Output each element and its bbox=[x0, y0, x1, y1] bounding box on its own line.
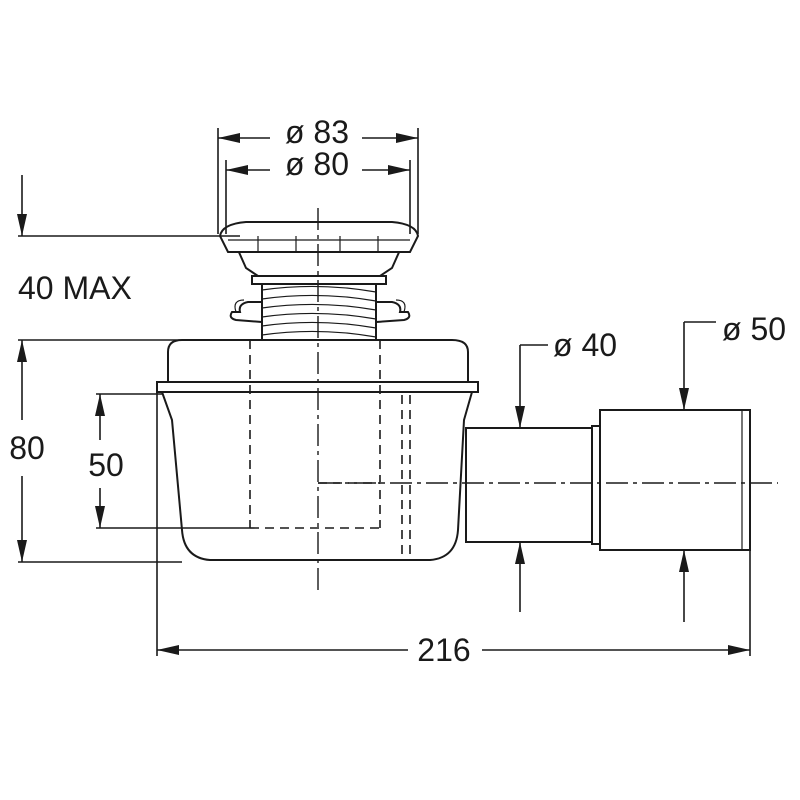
center-lines bbox=[317, 208, 778, 592]
drain-cap bbox=[218, 221, 420, 285]
total-length-dimension bbox=[156, 392, 751, 656]
adjust-height-dimension bbox=[17, 175, 240, 237]
cap-outer-diameter-label: ø 83 bbox=[285, 114, 349, 150]
threaded-stem bbox=[229, 281, 411, 341]
water-seal-label: 50 bbox=[88, 447, 124, 483]
outlet-inner-diameter-label: ø 40 bbox=[553, 327, 617, 363]
cap-inner-diameter-label: ø 80 bbox=[285, 146, 349, 182]
outlet-outer-diameter-label: ø 50 bbox=[722, 311, 786, 347]
cap-diameter-dimensions bbox=[217, 128, 419, 234]
trap-body bbox=[156, 339, 479, 561]
total-length-label: 216 bbox=[417, 632, 470, 668]
outlet-inner-diameter-dimension bbox=[515, 344, 548, 612]
outlet-outer-diameter-dimension bbox=[679, 321, 716, 622]
water-seal-dimension bbox=[95, 393, 250, 529]
body-height-label: 80 bbox=[9, 430, 45, 466]
adjust-height-label: 40 MAX bbox=[18, 270, 132, 306]
outlet-pipe bbox=[465, 409, 751, 551]
body-height-dimension bbox=[17, 339, 186, 563]
